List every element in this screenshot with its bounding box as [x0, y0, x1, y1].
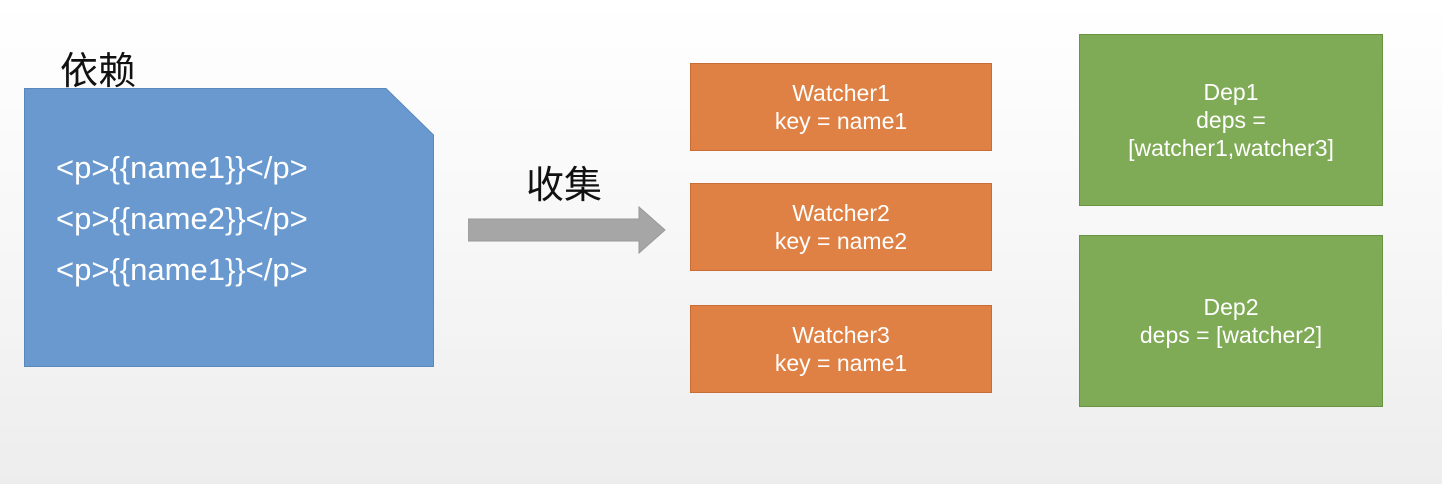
watcher-name: Watcher1 — [792, 80, 890, 106]
collect-arrow — [468, 205, 666, 255]
dep-name: Dep2 — [1203, 294, 1259, 320]
template-code: <p>{{name1}}</p> <p>{{name2}}</p> <p>{{n… — [56, 142, 308, 295]
dep-label: deps = [watcher2] — [1139, 322, 1323, 348]
dep-box-1: Dep1 deps = [watcher1,watcher3] — [1079, 34, 1383, 206]
watcher-name: Watcher3 — [792, 322, 890, 348]
watcher-key: key = name1 — [774, 350, 908, 376]
dep-value: [watcher1,watcher3] — [1128, 135, 1334, 161]
collect-label: 收集 — [526, 163, 603, 207]
template-line-2: <p>{{name2}}</p> — [56, 201, 308, 236]
dep-label: deps = — [1196, 107, 1266, 133]
watcher-name: Watcher2 — [792, 200, 890, 226]
dep-name: Dep1 — [1203, 79, 1259, 105]
watcher-box-1: Watcher1 key = name1 — [690, 63, 992, 151]
template-document-shape — [24, 88, 434, 367]
template-line-1: <p>{{name1}}</p> — [56, 150, 308, 185]
watcher-key: key = name1 — [774, 108, 908, 134]
dependency-title: 依赖 — [60, 49, 137, 93]
watcher-key: key = name2 — [774, 228, 908, 254]
template-line-3: <p>{{name1}}</p> — [56, 252, 308, 287]
watcher-box-3: Watcher3 key = name1 — [690, 305, 992, 393]
dep-box-2: Dep2 deps = [watcher2] — [1079, 235, 1383, 407]
watcher-box-2: Watcher2 key = name2 — [690, 183, 992, 271]
